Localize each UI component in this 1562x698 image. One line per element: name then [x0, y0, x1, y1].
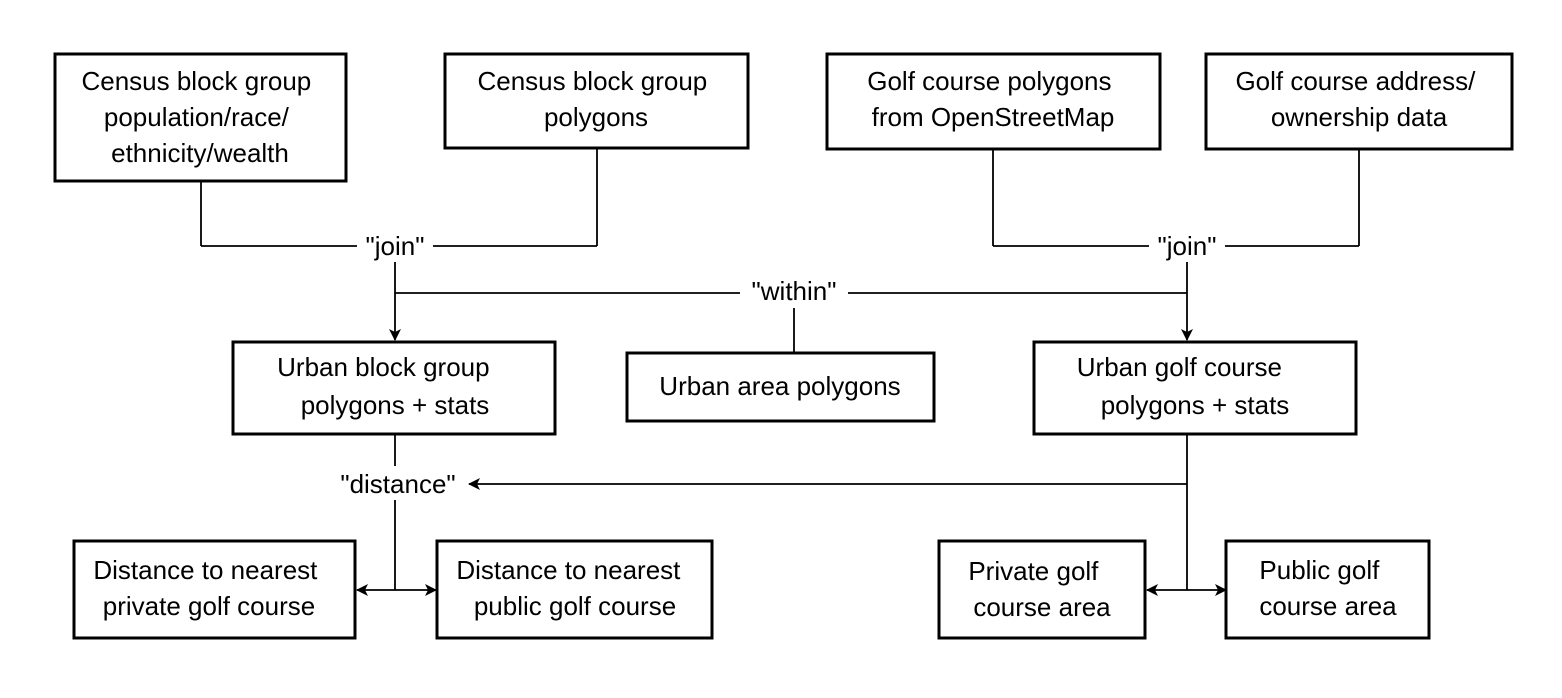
svg-text:Public golf course area: Public golf course area: [1259, 555, 1397, 621]
svg-text:Urban block group polygo: Urban block group polygons + stats: [277, 352, 497, 420]
svg-text:Urban area polygons: Urban area polygons: [659, 371, 900, 401]
node-distance-private-golf: Distance to nearest private golf course: [72, 539, 357, 640]
node-urban-area-polygons: Urban area polygons: [625, 351, 936, 423]
node-golf-osm-line-2: from OpenStreetMap: [872, 102, 1115, 132]
svg-text:Urban golf course polygo: Urban golf course polygons + stats: [1077, 352, 1290, 420]
svg-text:Golf course address/ own: Golf course address/ ownership data: [1235, 66, 1482, 132]
operation-join-right: "join": [1149, 231, 1225, 262]
node-public-area-line-2: course area: [1259, 591, 1397, 621]
svg-text:Census block group popul: Census block group population/race/ ethn…: [81, 66, 318, 168]
node-golf-address-line-1: Golf course address/: [1235, 66, 1476, 96]
node-golf-course-polygons-osm: Golf course polygons from OpenStreetMap: [825, 52, 1162, 151]
svg-text:Census block group polyg: Census block group polygons: [477, 66, 714, 132]
node-urban-golf-line-1: Urban golf course: [1077, 352, 1282, 382]
operation-join-left: "join": [357, 231, 433, 262]
node-golf-osm-line-1: Golf course polygons: [867, 66, 1111, 96]
node-urban-block-group-line-1: Urban block group: [277, 352, 489, 382]
operation-within: "within": [740, 276, 848, 308]
operation-distance: "distance": [332, 468, 466, 500]
operation-distance-label: "distance": [340, 469, 455, 499]
node-public-golf-area: Public golf course area: [1224, 539, 1431, 640]
node-dist-private-line-2: private golf course: [103, 591, 315, 621]
node-urban-block-group-line-2: polygons + stats: [301, 390, 490, 420]
operation-within-label: "within": [752, 276, 837, 306]
svg-text:Golf course polygons fro: Golf course polygons from OpenStreetMap: [867, 66, 1118, 132]
node-dist-public-line-2: public golf course: [474, 591, 676, 621]
node-census-block-group-stats: Census block group population/race/ ethn…: [53, 52, 348, 183]
operation-join-left-label: "join": [366, 231, 425, 261]
node-private-area-line-2: course area: [973, 592, 1111, 622]
node-census-stats-line-2: population/race/: [104, 102, 290, 132]
operation-join-right-label: "join": [1158, 231, 1217, 261]
node-private-area-line-1: Private golf: [968, 556, 1099, 586]
node-golf-course-address-ownership: Golf course address/ ownership data: [1204, 52, 1514, 151]
node-urban-block-group-polygons: Urban block group polygons + stats: [231, 340, 557, 436]
node-census-block-group-polygons: Census block group polygons: [443, 52, 750, 150]
node-urban-area-line-1: Urban area polygons: [659, 371, 900, 401]
node-census-polygons-line-2: polygons: [544, 102, 648, 132]
node-golf-address-line-2: ownership data: [1271, 102, 1448, 132]
node-census-polygons-line-1: Census block group: [477, 66, 707, 96]
node-public-area-line-1: Public golf: [1259, 555, 1380, 585]
node-dist-private-line-1: Distance to nearest: [93, 555, 318, 585]
node-distance-public-golf: Distance to nearest public golf course: [435, 539, 714, 640]
svg-text:Distance to nearest priv: Distance to nearest private golf course: [93, 555, 324, 621]
svg-text:Distance to nearest publ: Distance to nearest public golf course: [456, 555, 687, 621]
node-census-stats-line-3: ethnicity/wealth: [111, 138, 289, 168]
svg-text:Private golf course area: Private golf course area: [968, 556, 1111, 622]
node-urban-golf-line-2: polygons + stats: [1101, 390, 1290, 420]
node-census-stats-line-1: Census block group: [81, 66, 311, 96]
node-private-golf-area: Private golf course area: [937, 539, 1147, 640]
node-urban-golf-course-polygons: Urban golf course polygons + stats: [1032, 340, 1358, 436]
node-dist-public-line-1: Distance to nearest: [456, 555, 681, 585]
